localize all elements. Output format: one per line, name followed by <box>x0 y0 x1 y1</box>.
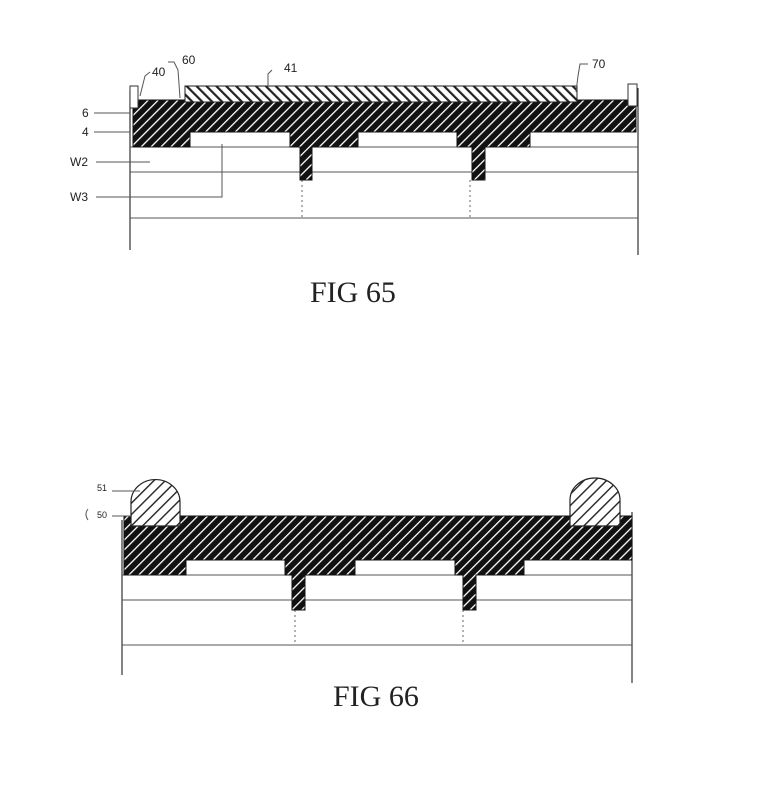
figure-66-caption: FIG 66 <box>333 680 419 713</box>
insulating-layer <box>132 99 637 181</box>
label-60: 60 <box>182 53 196 67</box>
figure-66: 51 50 FIG 66 <box>85 477 633 713</box>
substrate-outline <box>129 88 639 255</box>
fig65-leaders <box>94 61 588 198</box>
insulating-layer-66 <box>123 515 633 611</box>
label-w2: W2 <box>70 155 88 169</box>
solder-bump-left <box>130 479 181 527</box>
right-edge-post <box>627 83 638 107</box>
label-4: 4 <box>82 125 89 139</box>
left-edge-post <box>129 85 139 109</box>
fig66-leaders <box>85 490 140 521</box>
label-40: 40 <box>152 65 166 79</box>
label-w3: W3 <box>70 190 88 204</box>
solder-bump-right <box>569 477 621 527</box>
metal-layer <box>184 85 578 103</box>
label-51: 51 <box>97 483 107 493</box>
label-50: 50 <box>97 510 107 520</box>
label-6: 6 <box>82 106 89 120</box>
figure-65: 40 60 41 70 6 4 W2 W3 FIG 65 <box>70 53 639 309</box>
figure-65-caption: FIG 65 <box>310 276 396 309</box>
label-70: 70 <box>592 57 606 71</box>
label-41: 41 <box>284 61 298 75</box>
